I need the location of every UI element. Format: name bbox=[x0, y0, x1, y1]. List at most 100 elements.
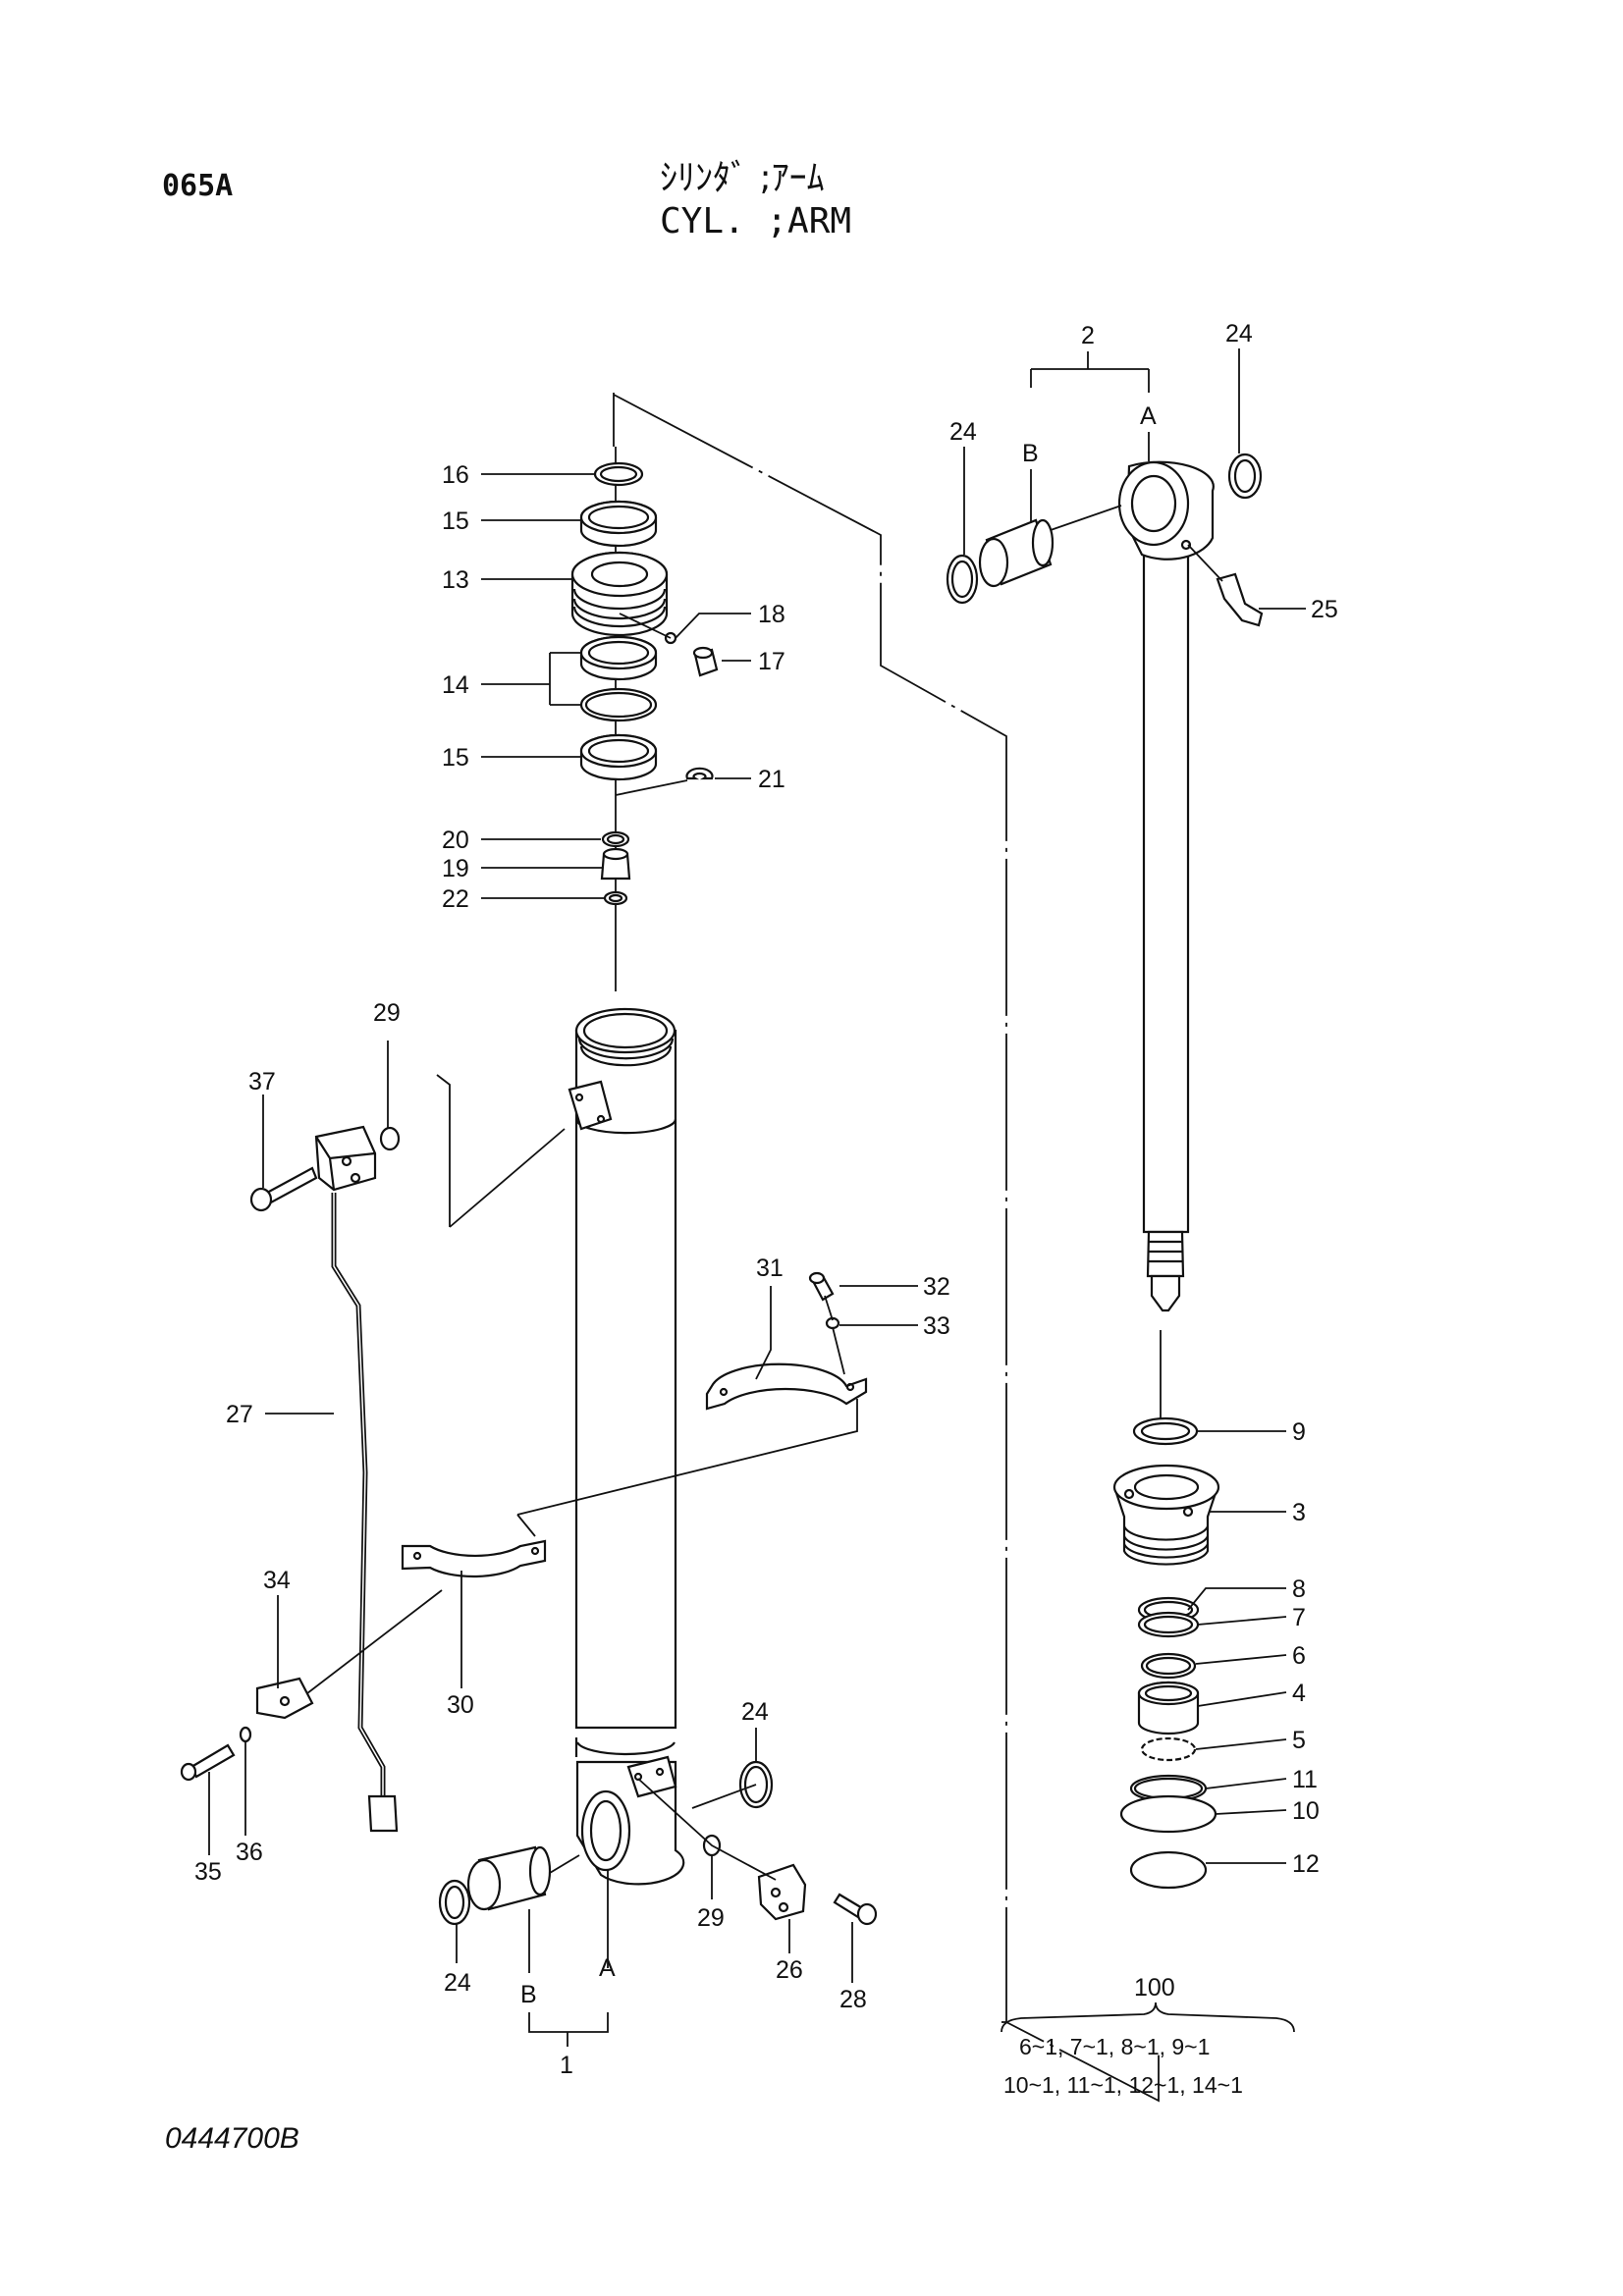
callout-33: 33 bbox=[923, 1312, 950, 1340]
backup-ring-15-lower bbox=[579, 733, 658, 781]
callout-20: 20 bbox=[442, 827, 469, 854]
ring-10 bbox=[1119, 1794, 1217, 1834]
pipe-27 bbox=[331, 1193, 386, 1796]
rod-cover-3 bbox=[1112, 1464, 1220, 1566]
kit-contents-line-2: 10~1, 11~1, 12~1, 14~1 bbox=[1003, 2072, 1243, 2098]
seal-24-top-right bbox=[1227, 453, 1263, 500]
callout-12: 12 bbox=[1292, 1850, 1320, 1878]
set-screw-17 bbox=[692, 646, 719, 677]
callout-29: 29 bbox=[373, 999, 401, 1027]
washer-36 bbox=[239, 1726, 252, 1743]
bolt-37 bbox=[249, 1166, 318, 1212]
callout-22: 22 bbox=[442, 885, 469, 913]
seal-24-top-left bbox=[946, 554, 979, 605]
callout-36: 36 bbox=[236, 1839, 263, 1866]
callout-7: 7 bbox=[1292, 1604, 1306, 1631]
callout-6: 6 bbox=[1292, 1642, 1306, 1670]
callout-27: 27 bbox=[226, 1401, 253, 1428]
seal-24-bottom-left bbox=[438, 1879, 471, 1926]
callout-15: 15 bbox=[442, 507, 469, 535]
bushing-b-2 bbox=[978, 518, 1055, 588]
o-ring-11 bbox=[1129, 1774, 1208, 1803]
leader-lines-right bbox=[963, 348, 1306, 2033]
bolt-28 bbox=[833, 1893, 878, 1926]
ring-5 bbox=[1140, 1736, 1197, 1762]
dust-seal-9 bbox=[1132, 1416, 1199, 1446]
callout-35: 35 bbox=[194, 1858, 222, 1886]
tube-joint-line bbox=[436, 1074, 566, 1228]
grease-fitting-25 bbox=[1187, 544, 1264, 627]
callout-37: 37 bbox=[248, 1068, 276, 1095]
piston-rod-2 bbox=[1117, 460, 1215, 1312]
callout-24-top-right: 24 bbox=[1225, 320, 1253, 347]
callout-34: 34 bbox=[263, 1567, 291, 1594]
cylinder-tube-1 bbox=[568, 1007, 685, 1886]
o-ring-12 bbox=[1129, 1850, 1208, 1890]
callout-14: 14 bbox=[442, 671, 469, 699]
callout-26: 26 bbox=[776, 1956, 803, 1984]
sub-a-2: A bbox=[1140, 402, 1157, 430]
callout-13: 13 bbox=[442, 566, 469, 594]
o-ring-16 bbox=[593, 461, 644, 487]
drawing-number: 0444700B bbox=[165, 2122, 299, 2155]
bushing-19 bbox=[600, 847, 631, 881]
leader-lines bbox=[208, 473, 918, 2047]
bushing-4 bbox=[1137, 1681, 1200, 1735]
pipe-end-nut bbox=[367, 1794, 399, 1833]
kit-number: 100 bbox=[1134, 1974, 1175, 2002]
callout-11: 11 bbox=[1292, 1766, 1318, 1793]
ring-29-upper bbox=[379, 1126, 401, 1151]
callout-24-bottom-right: 24 bbox=[741, 1698, 769, 1726]
sub-b-2: B bbox=[1022, 440, 1039, 467]
clamp-link-line bbox=[516, 1399, 858, 1537]
title-japanese: ｼﾘﾝﾀﾞ ;ｱｰﾑ bbox=[660, 158, 825, 198]
callout-1: 1 bbox=[560, 2052, 573, 2079]
callout-24-top-left: 24 bbox=[949, 418, 977, 446]
piston-13 bbox=[570, 551, 669, 637]
clamp-30 bbox=[401, 1539, 547, 1578]
sub-a-1: A bbox=[599, 1954, 616, 1982]
snap-ring-21 bbox=[685, 767, 714, 780]
assembly-chain-line bbox=[613, 393, 1160, 2103]
seal-ring-14 bbox=[579, 635, 658, 722]
callout-10: 10 bbox=[1292, 1797, 1320, 1825]
callout-25: 25 bbox=[1311, 596, 1338, 623]
callout-5: 5 bbox=[1292, 1727, 1306, 1754]
bolt-35 bbox=[180, 1743, 236, 1782]
callout-21: 21 bbox=[758, 766, 785, 793]
flange-block-upper bbox=[314, 1125, 377, 1192]
bushing-b-1 bbox=[466, 1845, 552, 1911]
sub-b-1: B bbox=[520, 1981, 537, 2008]
callout-15-lower: 15 bbox=[442, 744, 469, 772]
flange-block-26 bbox=[757, 1863, 807, 1921]
callout-24-bottom-left: 24 bbox=[444, 1969, 471, 1997]
callout-32: 32 bbox=[923, 1273, 950, 1301]
callout-2: 2 bbox=[1081, 322, 1095, 349]
title-english: CYL. ;ARM bbox=[660, 201, 852, 241]
section-code: 065A bbox=[162, 169, 234, 203]
callout-28: 28 bbox=[839, 1986, 867, 2013]
bolt-32 bbox=[808, 1271, 835, 1302]
callout-17: 17 bbox=[758, 648, 785, 675]
callout-31: 31 bbox=[756, 1255, 784, 1282]
callout-18: 18 bbox=[758, 601, 785, 628]
callout-9: 9 bbox=[1292, 1418, 1306, 1446]
clamp-31 bbox=[705, 1362, 868, 1411]
callout-19: 19 bbox=[442, 855, 469, 882]
callout-16: 16 bbox=[442, 461, 469, 489]
ring-20 bbox=[601, 830, 630, 848]
ring-22 bbox=[603, 890, 628, 906]
callout-8: 8 bbox=[1292, 1575, 1306, 1603]
callout-29-lower: 29 bbox=[697, 1904, 725, 1932]
callout-labels: 16 15 13 14 15 20 19 22 18 17 21 29 37 2… bbox=[194, 320, 1338, 2098]
ball-18 bbox=[619, 613, 677, 645]
backup-ring-15-upper bbox=[579, 500, 658, 548]
ring-6 bbox=[1140, 1652, 1197, 1680]
kit-contents-line-1: 6~1, 7~1, 8~1, 9~1 bbox=[1019, 2034, 1210, 2059]
seal-8-7 bbox=[1137, 1596, 1200, 1638]
callout-4: 4 bbox=[1292, 1680, 1306, 1707]
callout-3: 3 bbox=[1292, 1499, 1306, 1526]
block-34 bbox=[255, 1677, 314, 1720]
